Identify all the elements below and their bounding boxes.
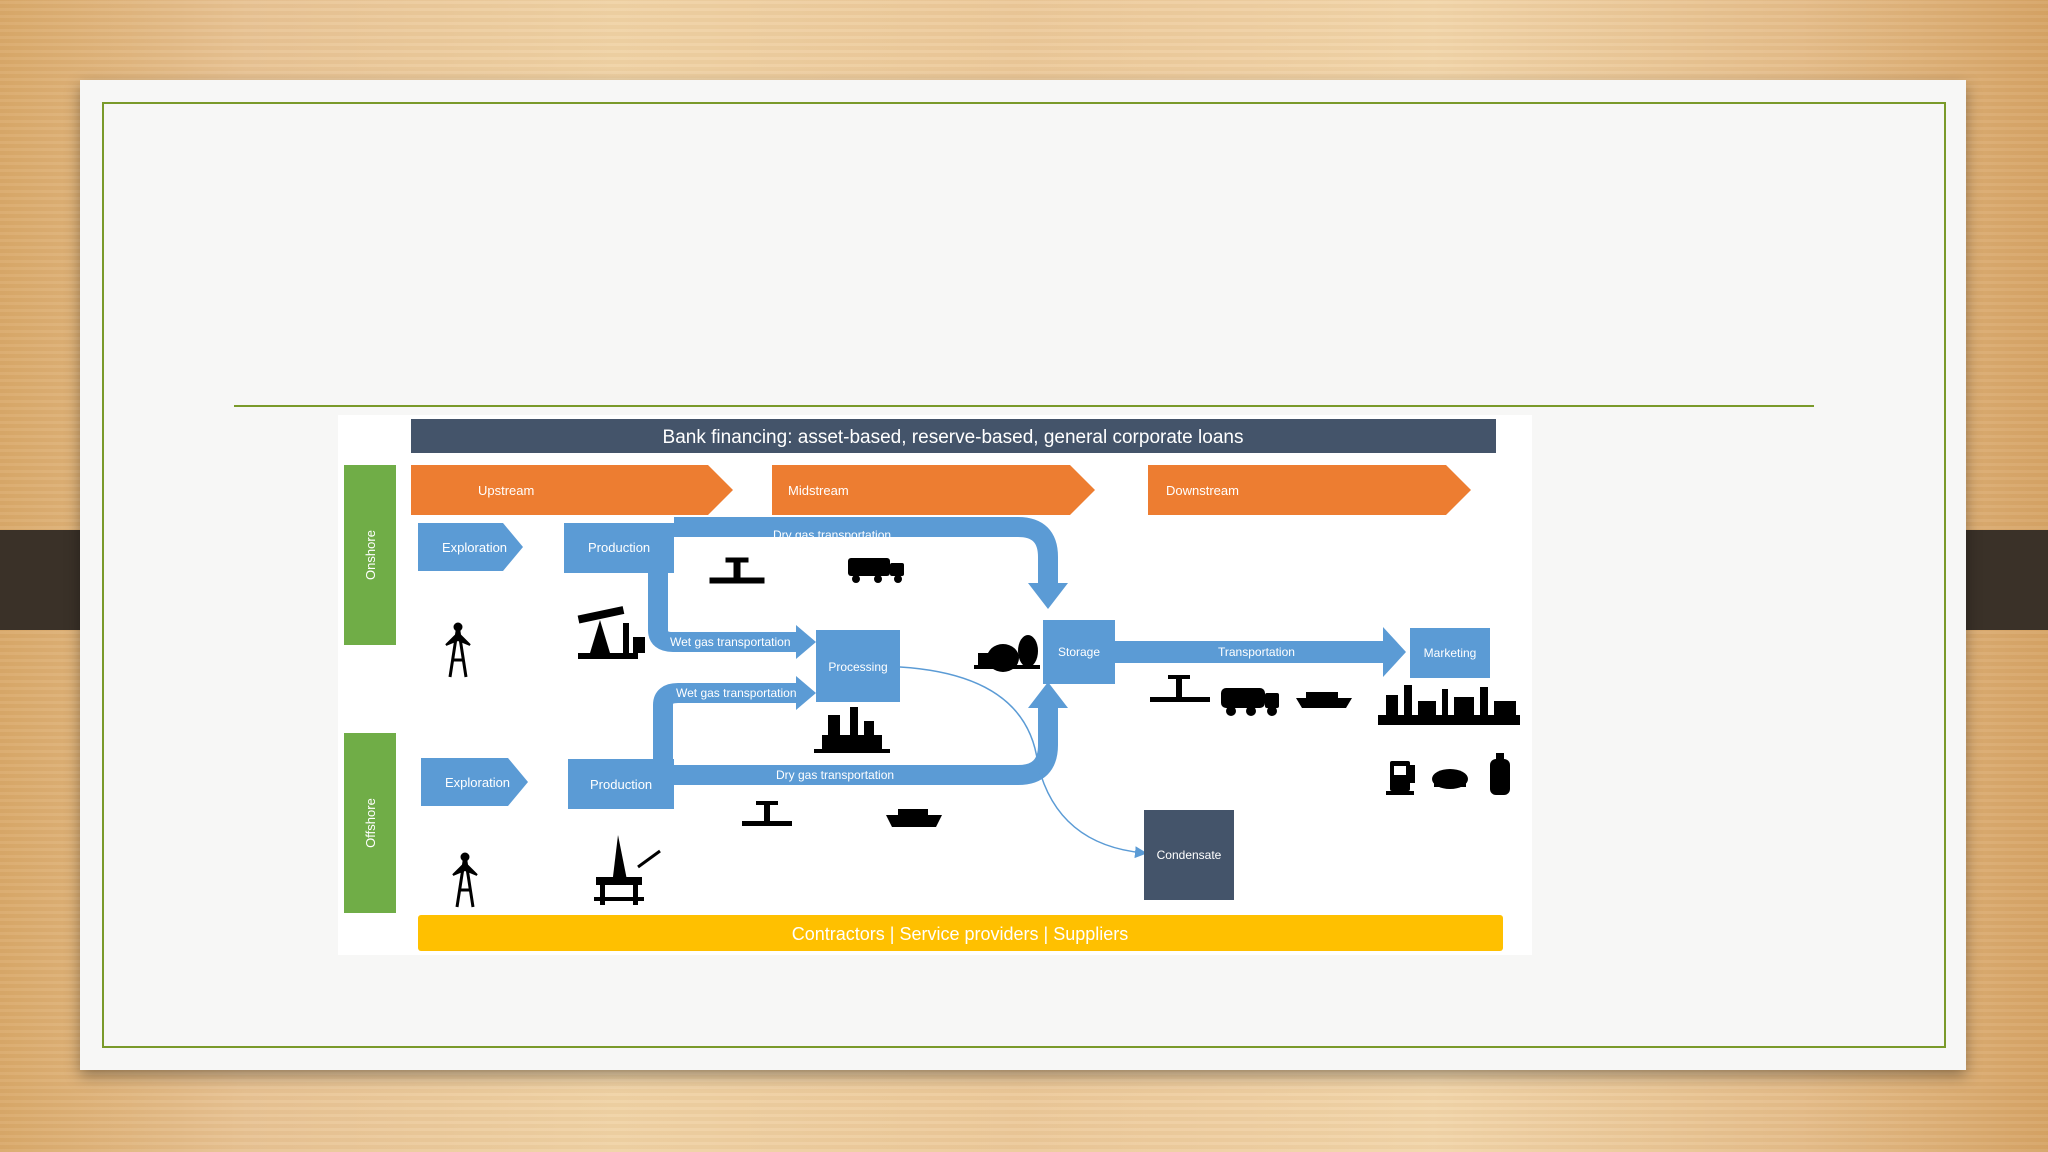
condensate-connector xyxy=(899,666,1147,859)
wet-gas-top-label: Wet gas transportation xyxy=(670,635,791,649)
contractors-banner: Contractors | Service providers | Suppli… xyxy=(418,915,1503,951)
wet-gas-transport-top: Wet gas transportation xyxy=(648,573,816,659)
truck-icon xyxy=(848,558,904,583)
offshore-production-label: Production xyxy=(590,777,652,792)
onshore-label: Onshore xyxy=(363,530,378,580)
segment-upstream-label: Upstream xyxy=(478,483,534,498)
wet-gas-transport-bottom: Wet gas transportation xyxy=(653,676,816,759)
offshore-side-bar: Offshore xyxy=(344,733,396,913)
onshore-exploration: Exploration xyxy=(418,523,523,571)
transportation-flow: Transportation xyxy=(1115,627,1406,677)
slide-frame xyxy=(102,102,1946,1048)
offshore-exploration: Exploration xyxy=(421,758,528,806)
storage-tank-icon xyxy=(974,635,1040,672)
valve-icon xyxy=(1150,675,1210,702)
oil-pump-icon xyxy=(577,606,645,659)
gas-cylinder-icon xyxy=(1490,753,1510,795)
onshore-production: Production xyxy=(564,523,674,573)
segment-midstream-label: Midstream xyxy=(788,483,849,498)
dry-gas-bottom-label: Dry gas transportation xyxy=(776,768,894,782)
truck-icon xyxy=(1221,688,1279,716)
ship-icon xyxy=(886,809,942,827)
bank-financing-text: Bank financing: asset-based, reserve-bas… xyxy=(663,427,1244,448)
dry-gas-transport-top: Dry gas transportation xyxy=(674,517,1068,609)
offshore-label: Offshore xyxy=(363,798,378,848)
offshore-exploration-label: Exploration xyxy=(445,775,510,790)
valve-icon xyxy=(742,801,792,826)
offshore-production: Production xyxy=(568,759,674,809)
processing-label: Processing xyxy=(828,660,887,674)
contractors-text: Contractors | Service providers | Suppli… xyxy=(792,924,1128,944)
marketing-node: Marketing xyxy=(1410,628,1490,678)
oil-rig-icon xyxy=(594,835,661,905)
processing-node: Processing xyxy=(816,630,900,702)
condensate-node: Condensate xyxy=(899,666,1234,900)
dry-gas-top-label: Dry gas transportation xyxy=(773,528,891,542)
valve-icon xyxy=(709,557,765,584)
segment-upstream: Upstream xyxy=(411,465,733,515)
factory-icon xyxy=(814,707,890,753)
title-divider xyxy=(234,405,1814,407)
dry-gas-transport-bottom: Dry gas transportation xyxy=(674,682,1068,785)
storage-label: Storage xyxy=(1058,645,1100,659)
pylon-icon xyxy=(445,622,471,678)
transportation-label: Transportation xyxy=(1218,645,1295,659)
onshore-side-bar: Onshore xyxy=(344,465,396,645)
onshore-exploration-label: Exploration xyxy=(442,540,507,555)
ship-icon xyxy=(1296,692,1352,708)
bank-financing-banner: Bank financing: asset-based, reserve-bas… xyxy=(411,419,1496,453)
refinery-icon xyxy=(1378,685,1520,725)
storage-tank-icon xyxy=(1432,769,1468,789)
segment-downstream: Downstream xyxy=(1148,465,1471,515)
segment-downstream-label: Downstream xyxy=(1166,483,1239,498)
segment-midstream: Midstream xyxy=(772,465,1095,515)
marketing-label: Marketing xyxy=(1424,646,1477,660)
fuel-pump-icon xyxy=(1386,761,1415,795)
oil-gas-value-chain-diagram: Bank financing: asset-based, reserve-bas… xyxy=(338,415,1532,955)
pylon-icon xyxy=(452,852,478,908)
condensate-label: Condensate xyxy=(1157,848,1222,862)
onshore-production-label: Production xyxy=(588,540,650,555)
wet-gas-bottom-label: Wet gas transportation xyxy=(676,686,797,700)
storage-node: Storage xyxy=(1043,620,1115,684)
